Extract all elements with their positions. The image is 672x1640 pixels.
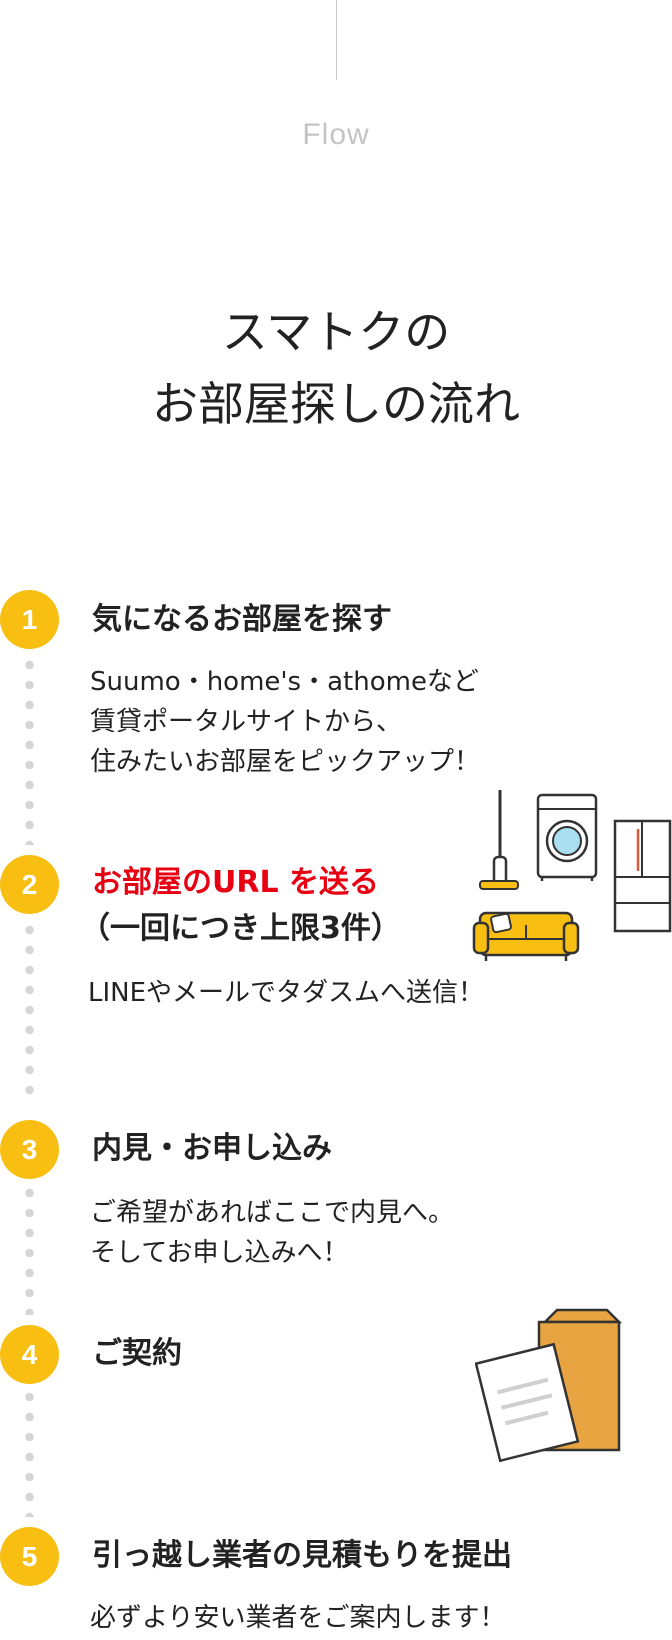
- step-title: 内見・お申し込み: [92, 1131, 332, 1166]
- step-title: ご契約: [92, 1336, 182, 1371]
- sofa-icon: [472, 911, 580, 961]
- timeline-dots-4-5: [25, 1387, 34, 1517]
- step-description-line: ご希望があればここで内見へ。: [90, 1198, 455, 1228]
- timeline-dots-3-4: [25, 1183, 34, 1315]
- contract-illustration: [475, 1308, 623, 1463]
- step-description: 必ずより安い業者をご案内します！: [90, 1598, 505, 1638]
- step-description: ご希望があればここで内見へ。 そしてお申し込みへ！: [90, 1193, 454, 1273]
- step-number-badge: 3: [0, 1120, 59, 1179]
- step-number-badge: 5: [0, 1527, 59, 1586]
- section-label: Flow: [302, 118, 370, 151]
- step-title: お部屋のURL を送る （一回につき上限3件）: [80, 860, 401, 952]
- vacuum-icon: [479, 790, 519, 890]
- top-divider-line: [336, 0, 337, 80]
- step-title-sub: （一回につき上限3件）: [80, 911, 401, 946]
- washing-machine-icon: [536, 793, 598, 881]
- page-title: スマトクの お部屋探しの流れ: [0, 296, 672, 440]
- step-description-line: そしてお申し込みへ！: [90, 1238, 349, 1268]
- furniture-illustration: [472, 790, 672, 961]
- step-title-main: お部屋のURL を送る: [92, 865, 380, 900]
- timeline-dots-2-3: [25, 920, 34, 1105]
- step-description-line: Suumo・home's・athomeなど: [90, 667, 479, 697]
- step-description-line: 賃貸ポータルサイトから、: [90, 707, 403, 737]
- refrigerator-icon: [613, 819, 672, 933]
- step-title: 引っ越し業者の見積もりを提出: [92, 1538, 512, 1573]
- step-title: 気になるお部屋を探す: [92, 602, 392, 637]
- contract-document-icon: [475, 1342, 580, 1463]
- page-title-line2: お部屋探しの流れ: [152, 377, 520, 431]
- step-number-badge: 1: [0, 590, 59, 649]
- page-title-line1: スマトクの: [221, 305, 451, 359]
- step-description-line: 住みたいお部屋をピックアップ！: [90, 747, 481, 777]
- timeline-dots-1-2: [25, 655, 34, 845]
- step-number-badge: 2: [0, 855, 59, 914]
- step-description-line: LINEやメールでタダスムへ送信！: [88, 978, 485, 1008]
- step-description-line: 必ずより安い業者をご案内します！: [90, 1603, 506, 1633]
- step-number-badge: 4: [0, 1325, 59, 1384]
- step-description: LINEやメールでタダスムへ送信！: [88, 973, 484, 1013]
- step-description: Suumo・home's・athomeなど 賃貸ポータルサイトから、 住みたいお…: [90, 662, 480, 782]
